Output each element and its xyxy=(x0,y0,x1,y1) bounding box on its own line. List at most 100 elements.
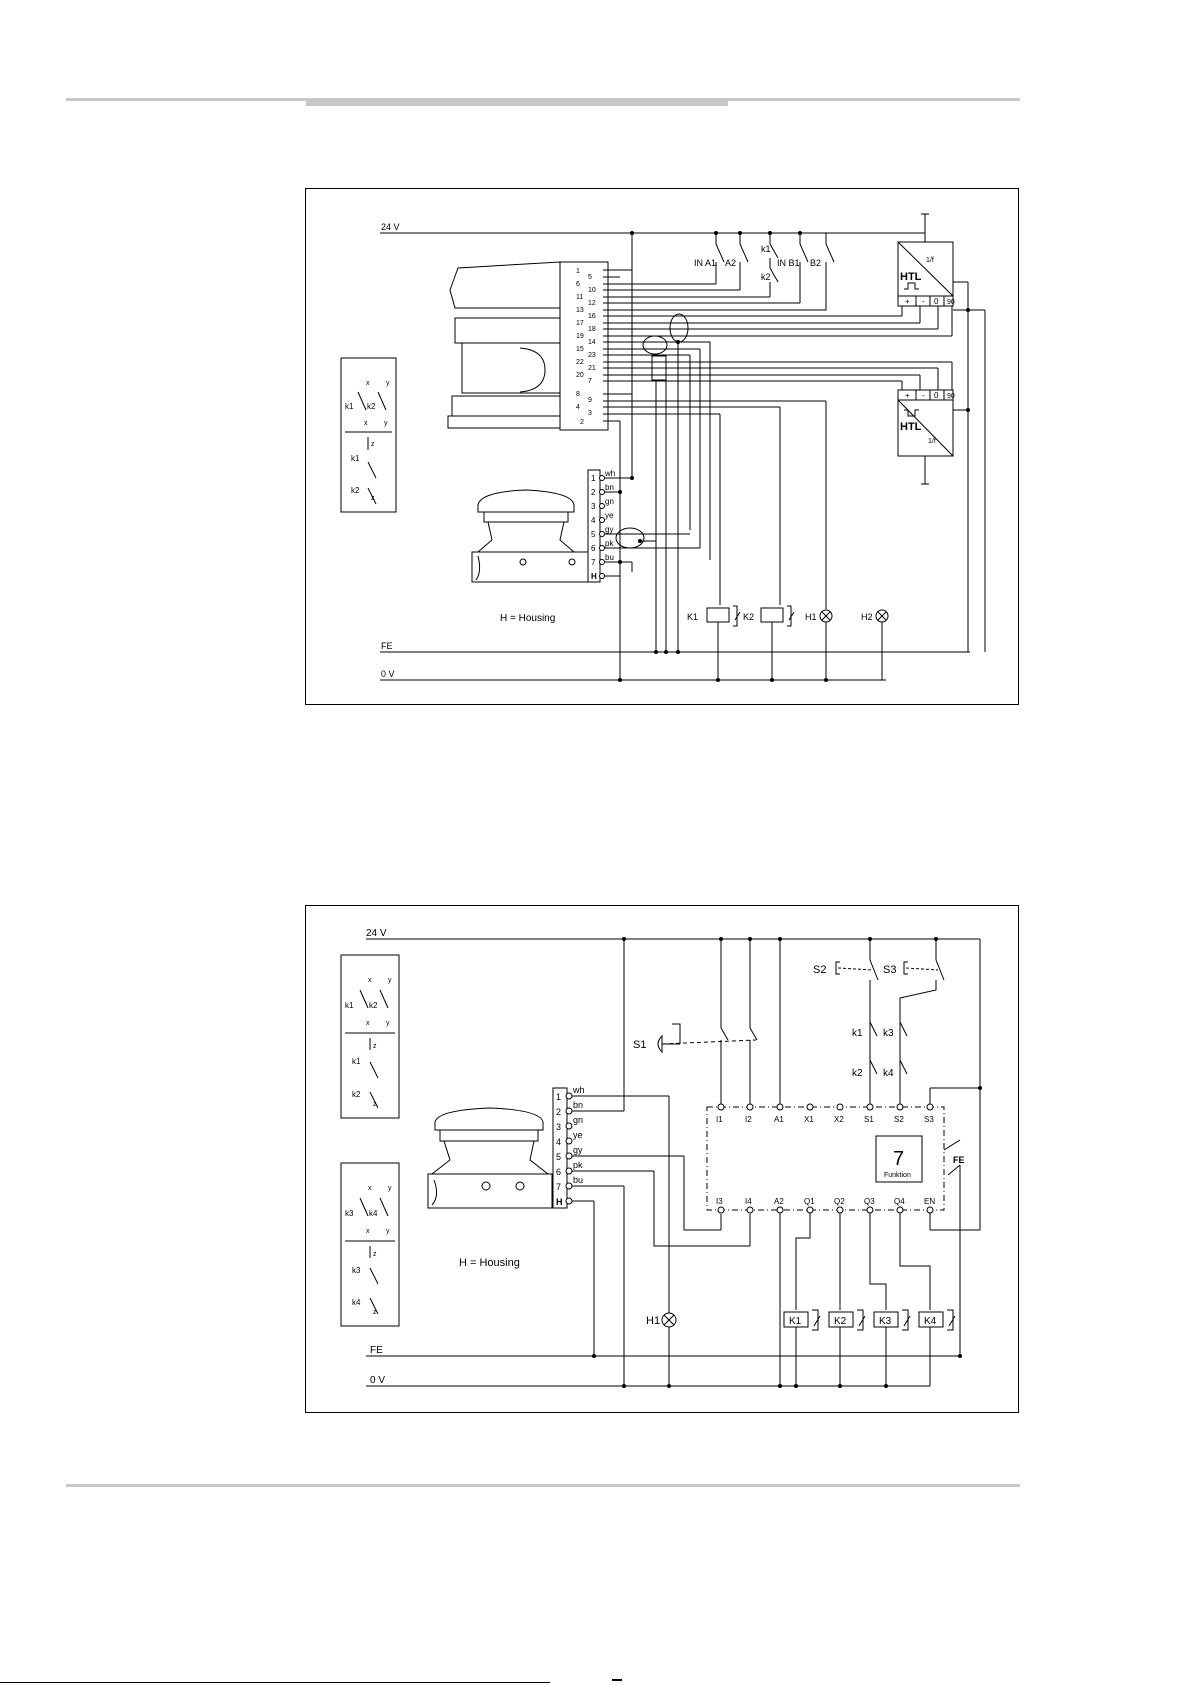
svg-text:wh: wh xyxy=(604,469,615,478)
d1-enc2-90: 90 xyxy=(947,393,955,400)
svg-text:S1: S1 xyxy=(864,1115,874,1124)
svg-text:I3: I3 xyxy=(716,1197,723,1206)
d2-0v-label: 0 V xyxy=(370,1375,385,1386)
d1-enc1-label: HTL xyxy=(900,271,922,283)
header-rule-right xyxy=(728,98,1020,101)
svg-text:y: y xyxy=(386,1228,390,1235)
svg-text:Funktion: Funktion xyxy=(884,1172,911,1179)
svg-text:x: x xyxy=(366,1228,370,1235)
svg-text:5: 5 xyxy=(591,530,596,539)
d1-pin: 13 xyxy=(576,307,584,314)
diagram2: 24 V FE 0 V x y k1 k2 x y z k1 k2 z xyxy=(340,928,982,1388)
svg-text:k2: k2 xyxy=(852,1068,863,1079)
d2-housing-note: H = Housing xyxy=(459,1257,520,1269)
svg-text:bn: bn xyxy=(573,1100,583,1110)
svg-text:k1: k1 xyxy=(345,402,354,411)
svg-text:z: z xyxy=(373,1043,377,1050)
d1-input-switches: IN A1 A2 k1 k2 IN B1 B2 xyxy=(694,231,835,310)
d1-0v-label: 0 V xyxy=(381,669,395,679)
d1-load-h1: H1 xyxy=(805,612,817,622)
svg-text:I1: I1 xyxy=(716,1115,723,1124)
d1-pin: 17 xyxy=(576,320,584,327)
d1-pin: 8 xyxy=(576,391,580,398)
svg-text:bu: bu xyxy=(605,553,614,562)
svg-text:k1: k1 xyxy=(852,1028,863,1039)
d2-fe-label: FE xyxy=(370,1345,383,1356)
svg-text:FE: FE xyxy=(953,1155,965,1165)
svg-text:Q1: Q1 xyxy=(804,1197,815,1206)
svg-text:K4: K4 xyxy=(924,1316,937,1327)
svg-text:7: 7 xyxy=(556,1182,561,1192)
svg-text:1: 1 xyxy=(556,1092,561,1102)
d1-load-k2: K2 xyxy=(743,612,754,622)
svg-text:z: z xyxy=(373,1101,377,1108)
svg-text:H: H xyxy=(591,572,597,581)
svg-text:2: 2 xyxy=(591,488,596,497)
svg-text:I2: I2 xyxy=(745,1115,752,1124)
svg-text:K1: K1 xyxy=(789,1316,802,1327)
svg-text:k2: k2 xyxy=(367,402,376,411)
svg-text:y: y xyxy=(386,1020,390,1027)
d1-scanner-wires xyxy=(603,231,952,682)
svg-text:2: 2 xyxy=(556,1107,561,1117)
d1-pin: 6 xyxy=(576,281,580,288)
d1-pin: 18 xyxy=(588,326,596,333)
svg-text:K3: K3 xyxy=(879,1316,892,1327)
svg-text:EN: EN xyxy=(924,1197,935,1206)
d1-fe-label: FE xyxy=(381,641,393,651)
d1-enc1-minus: - xyxy=(922,297,925,306)
svg-text:S2: S2 xyxy=(894,1115,904,1124)
d1-laser-scanner-icon xyxy=(447,261,609,431)
svg-text:bn: bn xyxy=(605,483,614,492)
bottom-rule xyxy=(0,1682,550,1683)
svg-text:k2: k2 xyxy=(352,1090,361,1099)
svg-text:bu: bu xyxy=(573,1175,583,1185)
d2-switches-s2-s3: S2 S3 k1 k3 k2 k4 xyxy=(813,937,945,1104)
svg-text:X1: X1 xyxy=(804,1115,814,1124)
svg-text:1: 1 xyxy=(591,474,596,483)
svg-text:k4: k4 xyxy=(369,1209,378,1218)
svg-text:Q4: Q4 xyxy=(894,1197,905,1206)
svg-text:x: x xyxy=(364,420,368,427)
d1-contact-legend: x y k1 k2 x y z k1 k2 z xyxy=(340,357,397,513)
d1-pin: 23 xyxy=(588,352,596,359)
d2-lamp-h1-icon: H1 xyxy=(646,1096,677,1388)
svg-text:y: y xyxy=(388,977,392,984)
svg-text:k4: k4 xyxy=(883,1068,894,1079)
bottom-mark xyxy=(612,1679,622,1681)
svg-text:5: 5 xyxy=(556,1152,561,1162)
d1-pin: 7 xyxy=(588,378,592,385)
d1-sensor-head-icon xyxy=(471,489,589,583)
svg-text:gy: gy xyxy=(605,525,613,534)
d1-enc2-label: HTL xyxy=(900,421,922,433)
d1-pin: 4 xyxy=(576,404,580,411)
d1-pin: 20 xyxy=(576,372,584,379)
d1-switch-k2: k2 xyxy=(761,272,771,282)
svg-text:4: 4 xyxy=(591,516,596,525)
d1-pin: 14 xyxy=(588,339,596,346)
d1-loads: K1 K2 H1 H2 xyxy=(687,401,889,682)
svg-text:A1: A1 xyxy=(774,1115,784,1124)
d1-pin: 11 xyxy=(576,294,583,301)
svg-text:x: x xyxy=(366,1020,370,1027)
header-rule-center xyxy=(306,98,728,106)
svg-text:K2: K2 xyxy=(834,1316,847,1327)
d1-switch-k1: k1 xyxy=(761,244,771,254)
diagram1: 24 V FE 0 V 1 5 6 10 11 12 13 16 17 18 1… xyxy=(340,213,986,682)
svg-text:x: x xyxy=(368,1185,372,1192)
header-rule-left xyxy=(66,98,306,101)
d2-legend-1: x y k1 k2 x y z k1 k2 z xyxy=(340,954,400,1119)
svg-text:k3: k3 xyxy=(883,1028,894,1039)
svg-text:wh: wh xyxy=(572,1085,585,1095)
d2-fe-contact: FE xyxy=(943,1139,965,1358)
d1-switch-inb1: IN B1 xyxy=(777,258,800,268)
d1-encoder-bottom-icon: + - 0 90 HTL 1/f xyxy=(897,389,970,485)
d2-legend-2: x y k3 k4 x y z k3 k4 z xyxy=(340,1162,400,1327)
svg-text:k1: k1 xyxy=(352,1057,361,1066)
svg-text:y: y xyxy=(388,1185,392,1192)
svg-text:gy: gy xyxy=(573,1145,583,1155)
svg-text:I4: I4 xyxy=(745,1197,752,1206)
diagram1-frame xyxy=(305,188,1019,705)
d1-housing-note: H = Housing xyxy=(500,613,555,624)
d1-enc2-zero: 0 xyxy=(934,391,939,400)
